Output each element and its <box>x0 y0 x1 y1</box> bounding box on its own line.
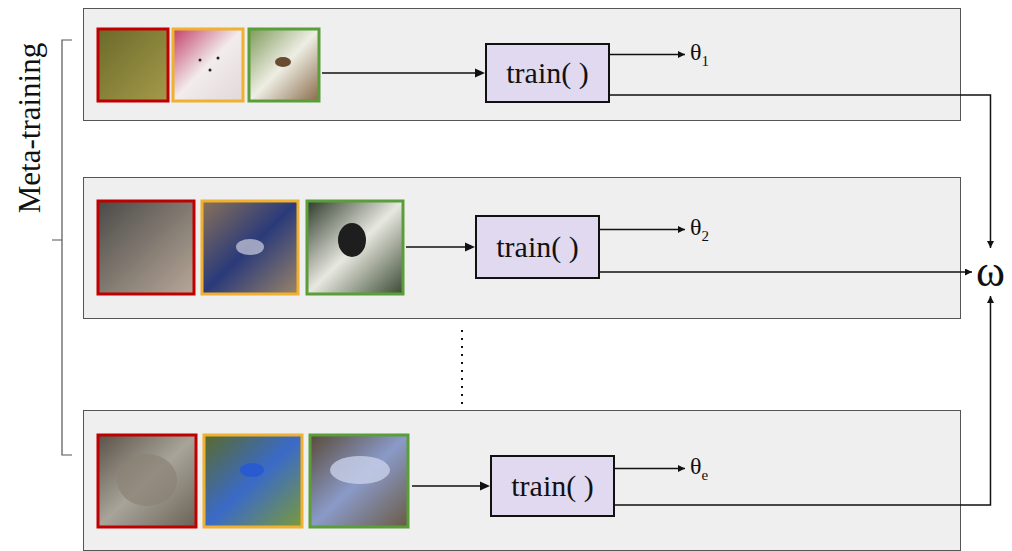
photo-detail <box>338 223 366 257</box>
input-arrow <box>322 72 478 74</box>
process-label: train( ) <box>496 230 578 264</box>
group-label: Meta-training <box>12 43 48 213</box>
connector-arrow <box>600 271 972 273</box>
photo <box>310 435 408 527</box>
connector-arrow <box>610 54 685 56</box>
arrow-head <box>480 482 490 491</box>
connector-arrow <box>610 95 990 248</box>
photo-detail <box>199 59 202 62</box>
symbol-label: θe <box>690 453 708 484</box>
photo <box>204 435 302 527</box>
output-symbol: ω <box>974 250 1007 294</box>
photo-detail <box>240 463 264 477</box>
symbol-label: θ2 <box>690 214 709 245</box>
input-arrow <box>412 485 483 487</box>
process-label: train( ) <box>511 469 593 503</box>
symbol-label: θ1 <box>690 39 709 70</box>
photo <box>202 201 298 294</box>
photo-detail <box>117 454 177 506</box>
photo-detail <box>330 456 390 484</box>
symbol-label: ω <box>976 250 1005 294</box>
process-label: train( ) <box>506 56 588 90</box>
task-panel <box>84 411 961 551</box>
photo-detail <box>275 57 291 67</box>
photo-detail <box>217 57 220 60</box>
ellipsis-dots <box>461 330 463 405</box>
process-box: train( ) <box>485 43 610 103</box>
arrow-head <box>475 69 485 78</box>
input-arrow <box>406 246 468 248</box>
task-panel <box>84 9 961 121</box>
parameter-symbol: θ1 <box>688 39 711 70</box>
bracket <box>52 40 72 455</box>
photo <box>98 29 168 101</box>
photo <box>98 435 196 527</box>
photo-detail <box>209 69 212 72</box>
process-box: train( ) <box>490 455 615 517</box>
connector-arrow <box>615 468 685 470</box>
photo <box>249 29 319 101</box>
process-box: train( ) <box>475 215 600 279</box>
photo <box>98 201 194 294</box>
arrow-head <box>465 243 475 252</box>
connector-arrow <box>615 296 990 505</box>
parameter-symbol: θ2 <box>688 214 711 245</box>
task-panel <box>84 178 961 319</box>
photo <box>173 29 243 101</box>
connector-arrow <box>600 229 685 231</box>
photo-detail <box>236 239 264 255</box>
parameter-symbol: θe <box>688 453 710 484</box>
photo <box>307 201 403 294</box>
